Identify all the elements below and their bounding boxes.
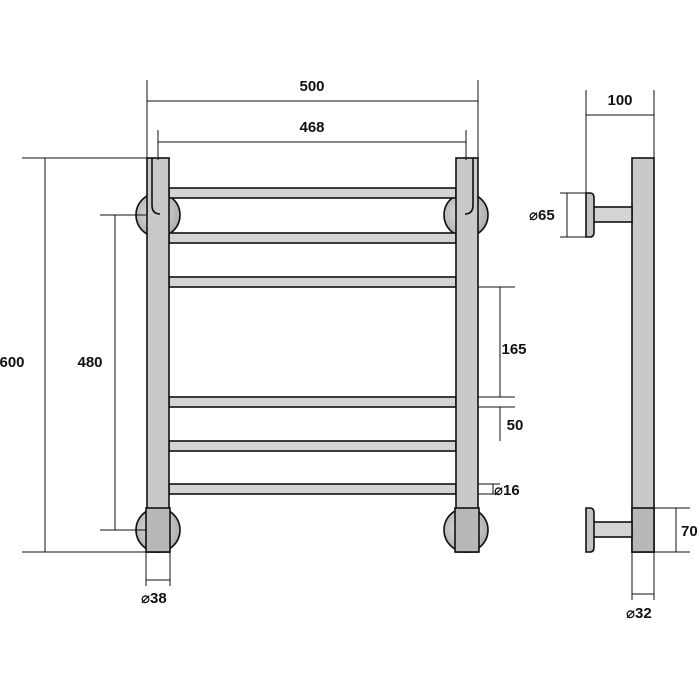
- right-vertical-tube: [455, 157, 479, 553]
- dim-flange-height: 70: [681, 523, 698, 540]
- dim-depth: 100: [607, 92, 632, 109]
- horizontal-bars: [168, 187, 457, 495]
- side-top-arm: [592, 206, 633, 223]
- bar-1: [168, 187, 457, 199]
- bar-5: [168, 440, 457, 452]
- dim-flange-diameter: ⌀65: [529, 207, 555, 224]
- front-dimension-lines: [22, 80, 515, 586]
- dim-side-tube-diameter-value: 32: [635, 605, 652, 622]
- dim-mount-height: 480: [77, 354, 102, 371]
- dim-bar-diameter: ⌀16: [494, 482, 520, 499]
- side-dimension-lines: [560, 90, 690, 600]
- dim-tube-diameter: ⌀38: [141, 590, 167, 607]
- side-top-flange: [585, 192, 595, 238]
- diameter-symbol: ⌀: [626, 605, 635, 622]
- diameter-symbol: ⌀: [494, 482, 503, 499]
- side-bottom-arm: [592, 521, 633, 538]
- valve-top-left: [151, 158, 161, 215]
- left-vertical-tube: [146, 157, 170, 553]
- diameter-symbol: ⌀: [141, 590, 150, 607]
- dim-bar-diameter-value: 16: [503, 482, 520, 499]
- bar-2: [168, 232, 457, 244]
- end-cap-bottom-left: [145, 507, 171, 553]
- dim-bar-gap-small: 50: [507, 417, 524, 434]
- dim-flange-diameter-value: 65: [538, 207, 555, 224]
- bar-4: [168, 396, 457, 408]
- dim-inner-width: 468: [299, 119, 324, 136]
- dim-side-tube-diameter: ⌀32: [626, 605, 652, 622]
- bar-3: [168, 276, 457, 288]
- dim-overall-width: 500: [299, 78, 324, 95]
- side-bottom-flange: [585, 507, 595, 553]
- valve-top-right: [464, 158, 474, 215]
- dim-tube-diameter-value: 38: [150, 590, 167, 607]
- front-view: [135, 157, 489, 553]
- dim-bar-gap-large: 165: [501, 341, 526, 358]
- side-vertical-tube: [631, 157, 655, 553]
- side-view: [585, 157, 655, 553]
- bar-6: [168, 483, 457, 495]
- dim-overall-height: 600: [0, 354, 25, 371]
- diameter-symbol: ⌀: [529, 207, 538, 224]
- side-bottom-block: [631, 507, 655, 553]
- end-cap-bottom-right: [454, 507, 480, 553]
